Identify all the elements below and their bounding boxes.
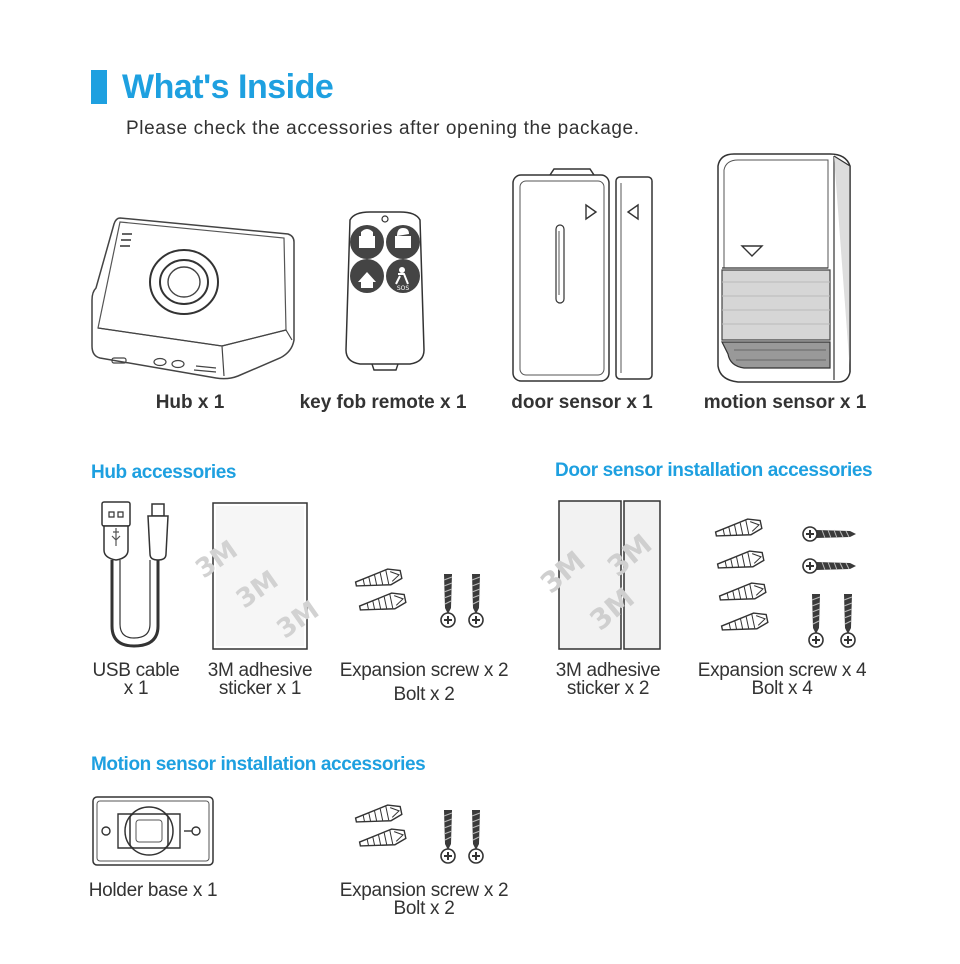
accessory-line1: Expansion screw x 2 xyxy=(339,880,509,901)
accessory-line1: Expansion screw x 4 xyxy=(697,660,867,681)
accessory-line1: USB cable xyxy=(92,660,180,681)
accessory-line2: x 1 xyxy=(123,678,149,699)
screws-icon xyxy=(353,801,484,864)
accessory-label-usb-cable: USB cable x 1 xyxy=(86,660,186,699)
accessory-line2: sticker x 1 xyxy=(218,678,302,699)
adhesive-sticker-icon: 3M 3M 3M xyxy=(190,502,325,650)
section-title-motion-accessories: Motion sensor installation accessories xyxy=(91,754,426,775)
accessory-line1: 3M adhesive xyxy=(555,660,661,681)
page-title: What's Inside xyxy=(122,68,334,106)
accessory-label-expansion-screw: Expansion screw x 2 Bolt x 2 xyxy=(336,660,512,705)
accessory-line2: sticker x 2 xyxy=(566,678,650,699)
motion-sensor-icon xyxy=(710,150,858,386)
product-label-key-fob: key fob remote x 1 xyxy=(299,392,467,413)
accessory-label-expansion-screw-motion: Expansion screw x 2 Bolt x 2 xyxy=(336,880,512,919)
accessory-line2: Bolt x 2 xyxy=(393,684,455,705)
accessory-label-holder-base: Holder base x 1 xyxy=(80,880,226,901)
accessory-line1: Expansion screw x 2 xyxy=(339,660,509,681)
screws-icon xyxy=(353,565,484,628)
door-sensor-icon xyxy=(510,165,660,383)
product-label-door-sensor: door sensor x 1 xyxy=(511,392,653,413)
adhesive-sticker-icon: 3M 3M 3M xyxy=(534,500,662,650)
section-title-hub-accessories: Hub accessories xyxy=(91,462,237,483)
usb-cable-icon xyxy=(100,498,180,650)
key-fob-icon: SOS xyxy=(340,210,430,370)
accessory-line2: Bolt x 4 xyxy=(751,678,813,699)
product-label-hub: Hub x 1 xyxy=(155,392,225,413)
screws-icon xyxy=(713,515,857,648)
product-label-motion-sensor: motion sensor x 1 xyxy=(703,392,867,413)
title-accent-bar xyxy=(91,70,107,104)
accessory-line1: 3M adhesive xyxy=(207,660,313,681)
page-subtitle: Please check the accessories after openi… xyxy=(126,118,640,139)
accessory-label-3m-sticker-door: 3M adhesive sticker x 2 xyxy=(546,660,670,699)
section-title-door-accessories: Door sensor installation accessories xyxy=(555,460,873,481)
accessory-label-expansion-screw-door: Expansion screw x 4 Bolt x 4 xyxy=(694,660,870,699)
accessory-line2: Bolt x 2 xyxy=(393,898,455,919)
accessory-line1: Holder base x 1 xyxy=(88,880,218,901)
hub-icon xyxy=(88,212,300,382)
accessory-label-3m-sticker: 3M adhesive sticker x 1 xyxy=(198,660,322,699)
sos-label: SOS xyxy=(397,285,410,292)
holder-base-icon xyxy=(92,796,214,866)
